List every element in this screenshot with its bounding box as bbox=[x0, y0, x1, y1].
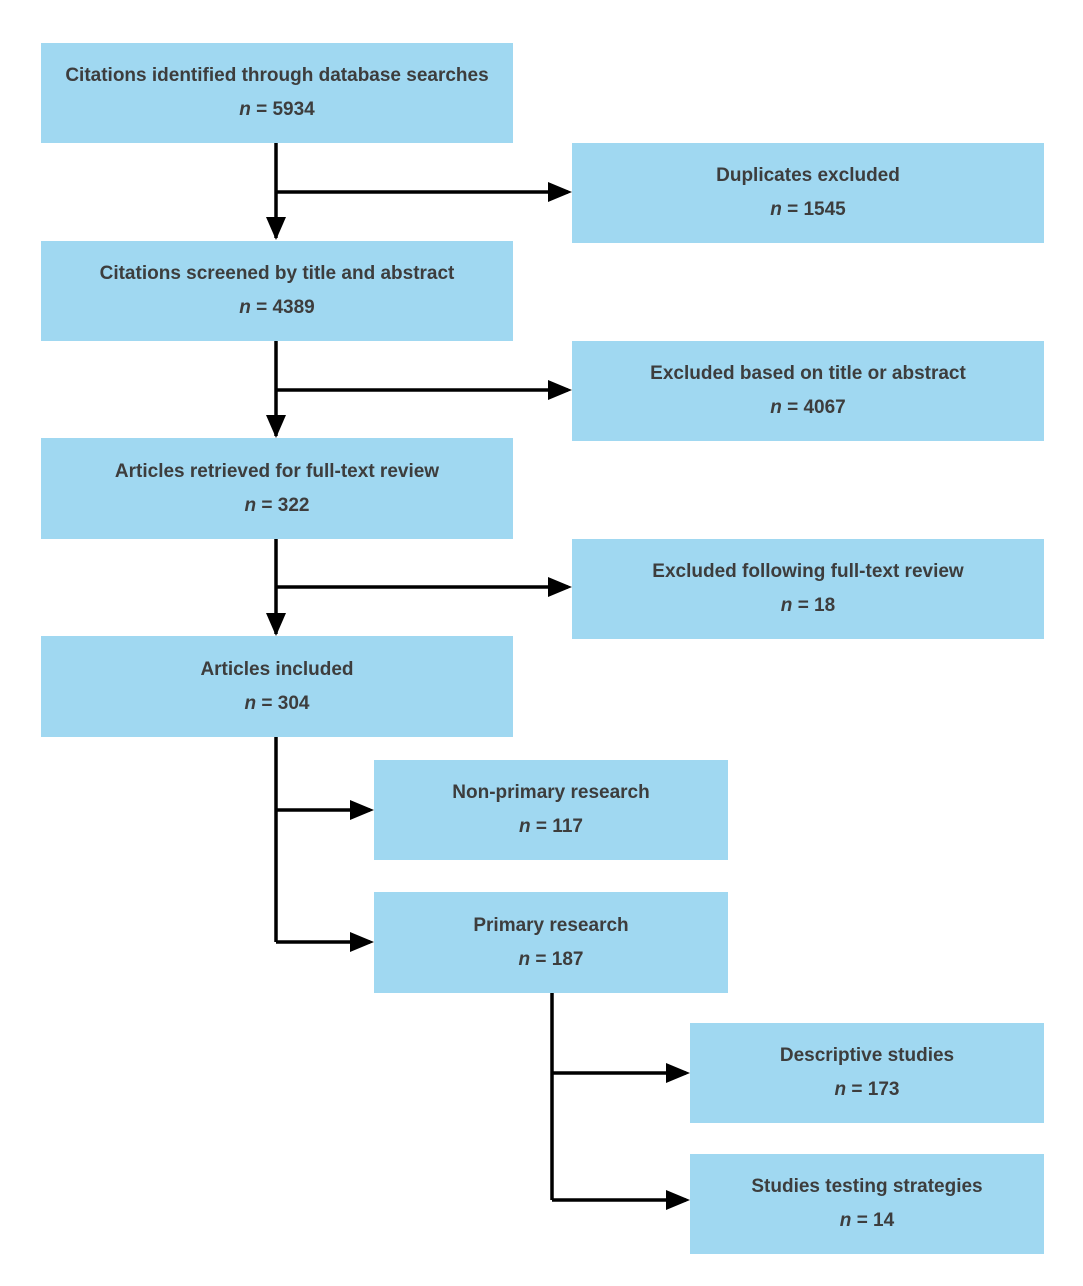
box-excluded-title-abstract: Excluded based on title or abstract n = … bbox=[572, 341, 1044, 441]
arrowhead-excluded-ta bbox=[548, 380, 572, 400]
box-title: Articles retrieved for full-text review bbox=[114, 460, 440, 482]
box-excluded-full-text: Excluded following full-text review n = … bbox=[572, 539, 1044, 639]
box-primary-research: Primary research n = 187 bbox=[374, 892, 728, 993]
box-title: Descriptive studies bbox=[779, 1045, 955, 1066]
box-descriptive-studies: Descriptive studies n = 173 bbox=[690, 1023, 1044, 1123]
arrowhead-retrieved bbox=[266, 415, 286, 438]
box-count: n = 117 bbox=[519, 816, 583, 837]
box-title: Articles included bbox=[200, 658, 354, 680]
box-title: Citations identified through database se… bbox=[65, 65, 489, 86]
box-count: n = 4067 bbox=[770, 397, 846, 418]
box-count: n = 304 bbox=[244, 692, 310, 714]
arrowhead-testing bbox=[666, 1190, 690, 1210]
box-count: n = 18 bbox=[780, 595, 836, 616]
box-articles-retrieved: Articles retrieved for full-text review … bbox=[41, 438, 513, 539]
arrowhead-descriptive bbox=[666, 1063, 690, 1083]
box-count: n = 14 bbox=[839, 1210, 895, 1231]
box-count: n = 187 bbox=[518, 948, 584, 970]
arrowhead-non-primary bbox=[350, 800, 374, 820]
box-citations-screened: Citations screened by title and abstract… bbox=[41, 241, 513, 341]
box-title: Excluded based on title or abstract bbox=[650, 363, 966, 384]
arrowhead-excluded-ft bbox=[548, 577, 572, 597]
box-citations-identified: Citations identified through database se… bbox=[41, 43, 513, 143]
arrowhead-screened bbox=[266, 217, 286, 240]
arrowhead-included bbox=[266, 613, 286, 636]
arrowhead-primary bbox=[350, 932, 374, 952]
box-articles-included: Articles included n = 304 bbox=[41, 636, 513, 737]
box-title: Non-primary research bbox=[452, 782, 650, 803]
box-count: n = 322 bbox=[244, 494, 310, 516]
box-title: Citations screened by title and abstract bbox=[99, 263, 455, 284]
box-count: n = 173 bbox=[834, 1079, 900, 1100]
box-duplicates-excluded: Duplicates excluded n = 1545 bbox=[572, 143, 1044, 243]
box-studies-testing-strategies: Studies testing strategies n = 14 bbox=[690, 1154, 1044, 1254]
box-title: Studies testing strategies bbox=[751, 1176, 983, 1197]
box-non-primary-research: Non-primary research n = 117 bbox=[374, 760, 728, 860]
box-title: Duplicates excluded bbox=[716, 165, 900, 186]
box-count: n = 5934 bbox=[239, 99, 315, 120]
box-count: n = 4389 bbox=[239, 297, 315, 318]
arrowhead-duplicates bbox=[548, 182, 572, 202]
box-title: Excluded following full-text review bbox=[652, 561, 964, 582]
box-title: Primary research bbox=[473, 914, 629, 936]
box-count: n = 1545 bbox=[770, 199, 846, 220]
